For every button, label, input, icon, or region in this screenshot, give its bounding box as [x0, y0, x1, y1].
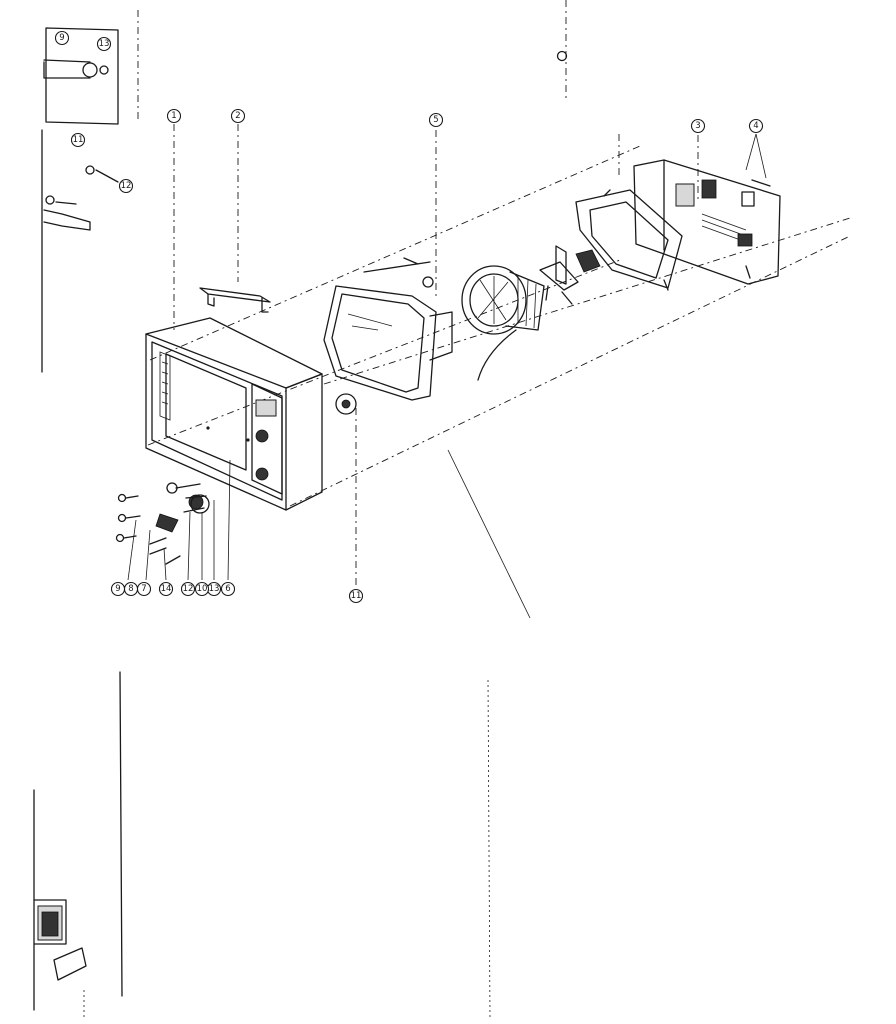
- volume-knob: [335, 393, 357, 415]
- callout-1-label: 1: [171, 111, 176, 121]
- callout-12-margin: 12: [118, 178, 134, 194]
- tv-cabinet: [145, 317, 323, 511]
- callout-14: 14: [158, 581, 174, 597]
- callout-3: 3: [690, 118, 706, 134]
- callout-6: 6: [220, 581, 236, 597]
- callout-2-label: 2: [235, 111, 240, 121]
- picture-tube: [323, 257, 453, 401]
- callout-8-label: 8: [128, 584, 133, 594]
- callout-8: 8: [123, 581, 139, 597]
- callout-1: 1: [166, 108, 182, 124]
- guide-lines: [119, 0, 620, 1021]
- rear-circuit-board: [633, 159, 781, 285]
- left-margin-fragments: [33, 27, 119, 1020]
- callout-leaders: [127, 133, 767, 581]
- callout-9-label: 9: [115, 584, 120, 594]
- callout-3-label: 3: [695, 121, 700, 131]
- callout-12-label: 12: [183, 584, 194, 594]
- callout-13-margin-label: 13: [99, 39, 110, 49]
- callout-11-margin-label: 11: [73, 135, 84, 145]
- callout-13-label: 13: [209, 584, 220, 594]
- control-knobs-and-screws: [115, 482, 210, 565]
- callout-4-label: 4: [753, 121, 758, 131]
- callout-11-margin: 11: [70, 132, 86, 148]
- callout-6-label: 6: [225, 584, 230, 594]
- explosion-axis-lines: [147, 124, 851, 619]
- callout-10-label: 10: [197, 584, 208, 594]
- callout-12: 12: [180, 581, 196, 597]
- chassis-frame: [575, 189, 683, 291]
- callout-2: 2: [230, 108, 246, 124]
- callout-9: 9: [110, 581, 126, 597]
- callout-9-margin-label: 9: [59, 33, 64, 43]
- callout-14-label: 14: [161, 584, 172, 594]
- callout-11-label: 11: [351, 591, 362, 601]
- callout-9-margin: 9: [54, 30, 70, 46]
- callout-5: 5: [428, 112, 444, 128]
- callout-4: 4: [748, 118, 764, 134]
- callout-11: 11: [348, 588, 364, 604]
- convergence-assembly: [539, 245, 601, 305]
- callout-12-margin-label: 12: [121, 181, 132, 191]
- callout-7-label: 7: [141, 584, 146, 594]
- callout-13-margin: 13: [96, 36, 112, 52]
- deflection-yoke: [461, 265, 545, 381]
- loose-ring: [556, 50, 568, 62]
- top-clip-bracket: [199, 287, 271, 313]
- callout-10: 10: [194, 581, 210, 597]
- callout-13: 13: [206, 581, 222, 597]
- callout-7: 7: [136, 581, 152, 597]
- callout-5-label: 5: [433, 115, 438, 125]
